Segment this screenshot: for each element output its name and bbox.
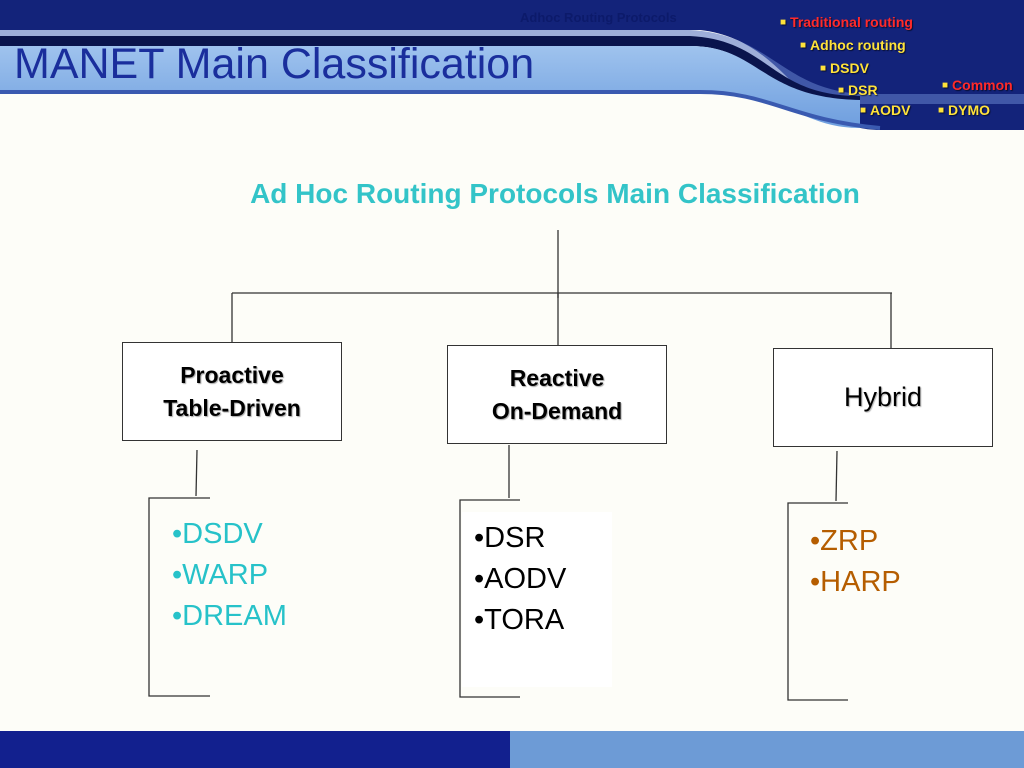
nav-aodv: ■AODV [860, 102, 911, 118]
list-item: DREAM [172, 596, 287, 637]
bullet-icon: ■ [800, 40, 807, 51]
proactive-label: Proactive [180, 362, 284, 389]
list-item: DSDV [172, 514, 287, 555]
nav-dymo: ■DYMO [938, 102, 991, 118]
bullet-icon: ■ [820, 63, 827, 74]
reactive-label: Reactive [509, 365, 605, 392]
nav-common: ■Common [942, 77, 1013, 93]
bullet-icon: ■ [942, 80, 949, 91]
footer-right-band [510, 731, 1024, 768]
list-item: AODV [474, 559, 566, 600]
nav-adhoc-routing: ■Adhoc routing [800, 37, 906, 53]
reactive-protocol-list: DSR AODV TORA [474, 518, 566, 641]
hybrid-box: Hybrid [773, 348, 993, 447]
list-item: DSR [474, 518, 566, 559]
footer-text: Adhoc Routing Protocols [520, 10, 677, 25]
nav-dsr: ■DSR [838, 82, 878, 98]
proactive-sublabel: Table-Driven [163, 394, 301, 421]
footer-left-band [0, 731, 510, 768]
nav-traditional-routing: ■Traditional routing [780, 14, 913, 30]
slide-title: MANET Main Classification [14, 40, 535, 88]
bullet-icon: ■ [860, 105, 867, 116]
proactive-protocol-list: DSDV WARP DREAM [172, 514, 287, 637]
header-banner [0, 0, 1024, 130]
hybrid-protocol-list: ZRP HARP [810, 521, 901, 603]
footer-bar [0, 731, 1024, 768]
bullet-icon: ■ [780, 17, 787, 28]
bullet-icon: ■ [838, 85, 845, 96]
list-item: HARP [810, 562, 901, 603]
proactive-box: Proactive Table-Driven [122, 342, 342, 441]
reactive-sublabel: On-Demand [491, 397, 623, 424]
hybrid-label: Hybrid [843, 381, 923, 412]
list-item: WARP [172, 555, 287, 596]
reactive-box: Reactive On-Demand [447, 345, 667, 444]
diagram-title: Ad Hoc Routing Protocols Main Classifica… [250, 178, 860, 209]
nav-dsdv: ■DSDV [820, 60, 869, 76]
bullet-icon: ■ [938, 105, 945, 116]
list-item: ZRP [810, 521, 901, 562]
list-item: TORA [474, 600, 566, 641]
